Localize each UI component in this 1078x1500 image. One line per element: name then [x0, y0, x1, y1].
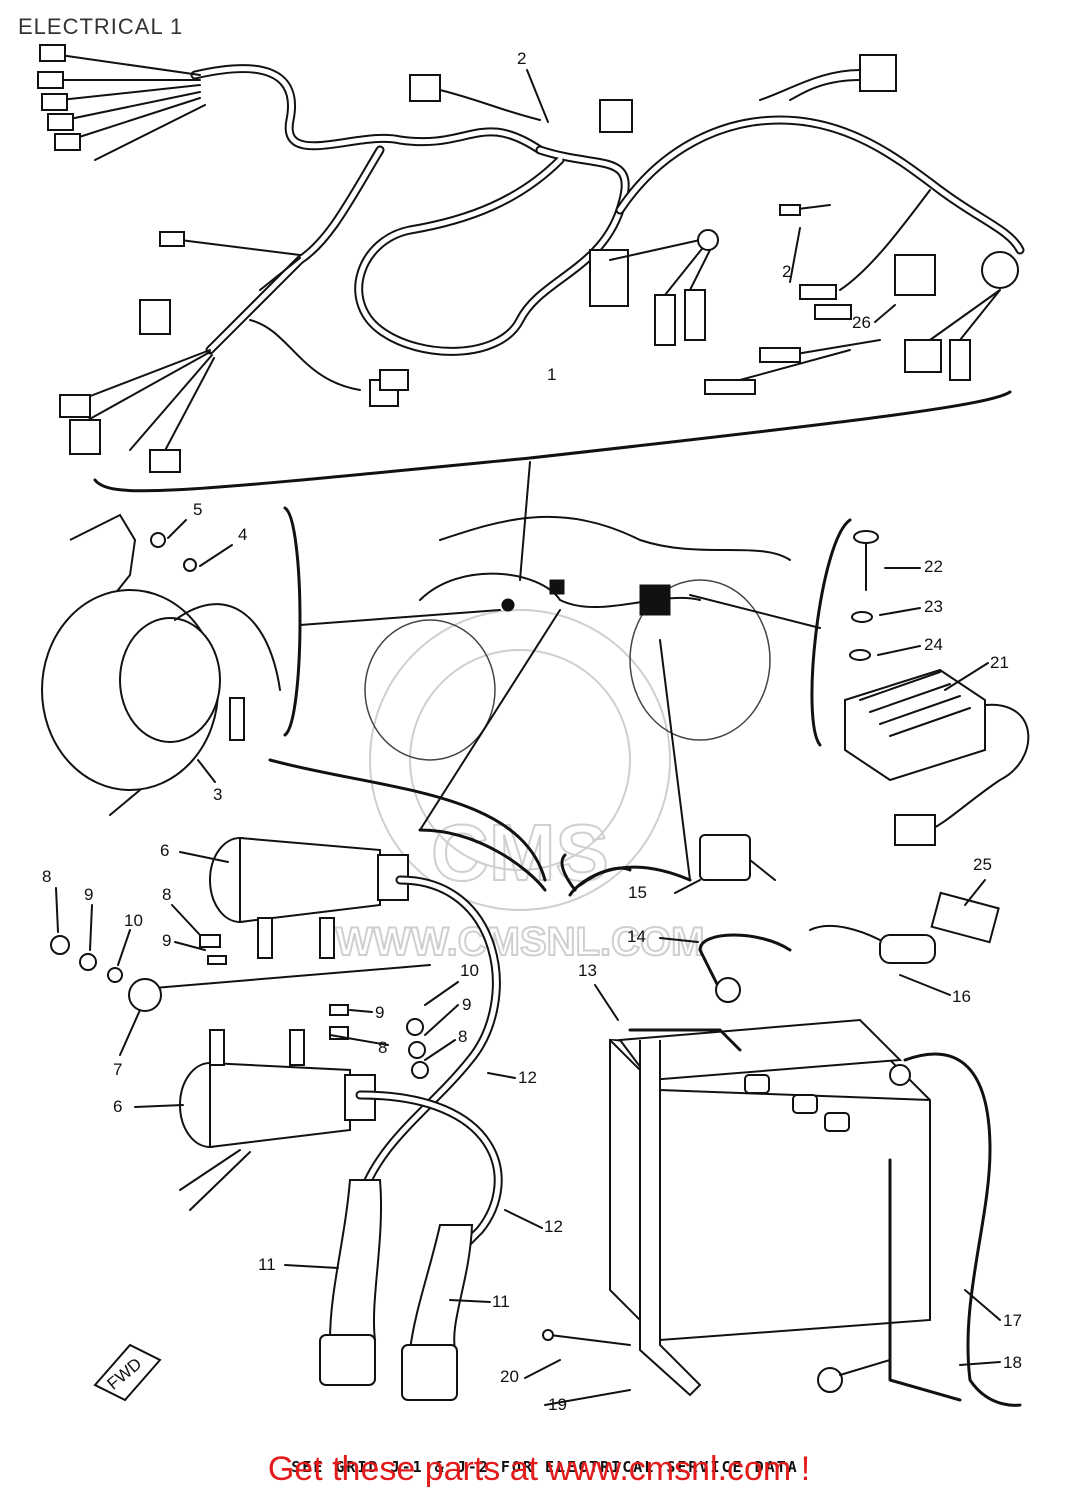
callout-6: 6 [160, 841, 169, 860]
callout-24: 24 [924, 635, 943, 654]
callout-1: 1 [547, 365, 556, 384]
leader-lines [55, 69, 1001, 1406]
ignition-coils [50, 758, 547, 1211]
callout-22: 22 [924, 557, 943, 576]
spark-plug-leads: FWD [93, 875, 503, 1402]
callout-8: 8 [42, 867, 51, 886]
callout-11b: 11 [492, 1292, 510, 1311]
promo-banner[interactable]: Get these parts at www.cmsnl.com ! [267, 1450, 811, 1488]
callout-9c: 9 [375, 1003, 384, 1022]
callout-4: 4 [238, 525, 247, 544]
callout-26: 26 [852, 313, 871, 332]
callout-18: 18 [1003, 1353, 1022, 1372]
callout-23: 23 [924, 597, 943, 616]
callout-20: 20 [500, 1367, 519, 1386]
callout-11: 11 [258, 1255, 276, 1274]
callout-14: 14 [627, 927, 646, 946]
callout-3: 3 [213, 785, 222, 804]
frame-outline [299, 461, 821, 881]
callout-9d: 9 [462, 995, 471, 1014]
callout-17: 17 [1003, 1311, 1022, 1330]
callout-8d: 8 [458, 1027, 467, 1046]
grid-note: SEE GRID J-1 & J-2 FOR ELECTRICAL SERVIC… [291, 1458, 798, 1476]
callout-21: 21 [990, 653, 1009, 672]
callout-9b: 9 [162, 931, 171, 950]
battery [418, 828, 1022, 1407]
callout-10: 10 [124, 911, 143, 930]
callout-2: 2 [517, 49, 526, 68]
callout-6b: 6 [113, 1097, 122, 1116]
voltage-regulator [810, 518, 1030, 846]
callout-2b: 2 [782, 262, 791, 281]
callout-labels: 1 2 2 3 4 5 6 6 7 8 8 8 8 9 9 9 9 10 10 … [42, 49, 1022, 1414]
callout-16: 16 [952, 987, 971, 1006]
callout-25: 25 [973, 855, 992, 874]
callout-12: 12 [518, 1068, 537, 1087]
horn [41, 506, 302, 816]
callout-12b: 12 [544, 1217, 563, 1236]
callout-5: 5 [193, 500, 202, 519]
regulator-location [639, 584, 671, 616]
watermark-url: WWW.CMSNL.COM [336, 920, 705, 964]
callout-9: 9 [84, 885, 93, 904]
page-title: ELECTRICAL 1 [18, 14, 184, 39]
callout-7: 7 [113, 1060, 122, 1079]
callout-13: 13 [578, 961, 597, 980]
wire-harness [37, 44, 1025, 493]
callout-15: 15 [628, 883, 647, 902]
callout-8c: 8 [378, 1038, 387, 1057]
callout-8b: 8 [162, 885, 171, 904]
callout-19: 19 [548, 1395, 567, 1414]
callout-10b: 10 [460, 961, 479, 980]
